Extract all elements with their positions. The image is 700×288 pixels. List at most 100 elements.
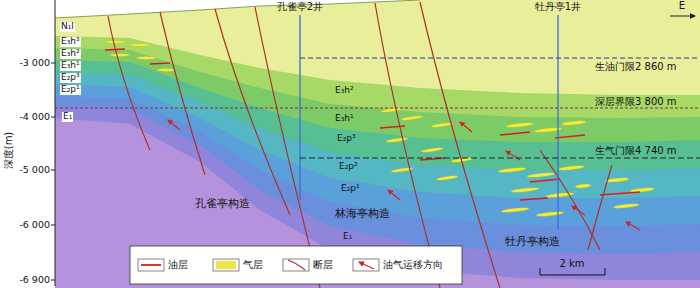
strata <box>55 0 700 288</box>
legend-sample-frame <box>138 259 164 271</box>
stratum-label: E₂p¹ <box>60 85 81 95</box>
direction-arrow <box>670 16 695 17</box>
oil-layer <box>555 135 585 138</box>
gas-layers <box>105 41 654 218</box>
stratum-label: E₃h¹ <box>335 114 354 124</box>
stratum-label: E₃h¹ <box>60 61 81 71</box>
surface-line <box>55 0 420 18</box>
stratum-label: E₂p² <box>339 162 358 172</box>
stratum-e3h3 <box>55 36 700 288</box>
stratum-label: E₃h³ <box>60 37 81 47</box>
fault-line <box>540 150 600 250</box>
gas-layer <box>157 69 175 72</box>
structure-name: 孔雀亭构造 <box>195 198 250 210</box>
stratum-e2p3 <box>55 72 700 288</box>
structure-name: 牡丹亭构造 <box>505 236 560 248</box>
fault-sample <box>288 260 305 270</box>
gas-layer <box>498 167 526 174</box>
migration-arrow <box>460 122 472 132</box>
gas-layer <box>110 54 130 57</box>
stratum-label: E₃h¹ <box>60 61 81 71</box>
oil-layer <box>530 179 560 182</box>
axis-title: 深度(m) <box>4 131 15 169</box>
direction-label: E <box>679 0 685 11</box>
stratum-label: E₂p¹ <box>60 85 81 95</box>
axis-tick-label: -4 000 <box>19 112 50 122</box>
axis-tick-label: -3 000 <box>19 58 50 68</box>
stratum-label: E₁ <box>343 232 352 242</box>
gas-layer <box>105 41 125 44</box>
threshold-label: 生油门限2 860 m <box>595 61 677 72</box>
gas-layer <box>436 175 458 181</box>
well-name: 牡丹亭1井 <box>535 1 581 12</box>
stratum-label: E₁ <box>343 232 352 242</box>
fault-line <box>588 165 612 250</box>
legend-entry: 气层 <box>243 259 263 270</box>
stratum-label: E₁ <box>62 112 73 122</box>
stratum-label: E₂p² <box>339 162 358 172</box>
axis-line <box>55 0 56 286</box>
axis-tick-label: -5 000 <box>19 165 50 175</box>
stratum-label: E₃h² <box>335 86 354 96</box>
stratum-label: E₃h¹ <box>335 114 354 124</box>
gas-layer <box>136 57 156 60</box>
fault-line <box>215 9 290 215</box>
stratum-label: E₂p³ <box>337 134 356 144</box>
well-name: 孔雀亭2井 <box>277 1 323 12</box>
axis-tick-label: -6 000 <box>19 220 50 230</box>
stratum-e1 <box>55 106 700 288</box>
stratum-basement <box>55 118 700 288</box>
fault-line <box>108 16 150 150</box>
gas-layer <box>401 115 423 121</box>
gas-layer <box>562 120 586 126</box>
stratum-e2p1 <box>55 96 700 288</box>
legend-text: 油层 <box>168 259 188 270</box>
threshold-label: 深层界限3 800 m <box>595 96 677 107</box>
gas-layer <box>421 147 443 153</box>
structure-name: 牡丹亭构造 <box>505 236 560 248</box>
wells <box>300 15 558 230</box>
axis-tick-label: -4 000 <box>19 112 50 122</box>
oil-layer-sample <box>141 264 161 266</box>
legend-sample-frame <box>213 259 239 271</box>
depth-axis <box>51 0 55 286</box>
axis-tick <box>51 225 55 226</box>
oil-layer <box>420 158 445 160</box>
scale-label: 2 km <box>559 258 584 269</box>
direction-label: E <box>679 0 685 11</box>
fault-line <box>160 12 205 175</box>
gas-layer <box>558 165 584 171</box>
axis-tick-label: -5 000 <box>19 165 50 175</box>
faults <box>108 2 612 288</box>
stratum-label: E₂p³ <box>337 134 356 144</box>
migration-arrow <box>506 151 520 160</box>
legend-entry: 断层 <box>313 259 333 270</box>
gas-layer <box>501 207 529 214</box>
migration-arrows <box>168 120 640 230</box>
stratum-e2p2 <box>55 84 700 288</box>
gas-layer <box>527 172 555 179</box>
scale-bar <box>540 268 605 275</box>
axis-tick-label: -3 000 <box>19 58 50 68</box>
oil-layer <box>150 63 170 64</box>
axis-title: 深度(m) <box>4 131 15 169</box>
stratum-label: E₃h² <box>60 49 81 59</box>
threshold-label: 生气门限4 740 m <box>595 145 677 156</box>
structure-name: 林海亭构造 <box>335 208 390 220</box>
well-name: 牡丹亭1井 <box>535 1 581 12</box>
oil-layer <box>500 132 530 135</box>
migration-arrow <box>168 120 180 130</box>
stratum-label: N₁l <box>60 22 75 32</box>
well-bore <box>557 15 558 230</box>
stratum-label: E₂p¹ <box>341 184 360 194</box>
stratum-e3h1 <box>55 60 700 288</box>
axis-tick <box>51 117 55 118</box>
deep-boundary-line <box>55 108 700 109</box>
gas-threshold-line <box>300 157 700 158</box>
oil-layer <box>380 126 405 128</box>
well-name: 孔雀亭2井 <box>277 1 323 12</box>
legend-box <box>130 246 462 284</box>
oil-layer <box>600 192 640 195</box>
